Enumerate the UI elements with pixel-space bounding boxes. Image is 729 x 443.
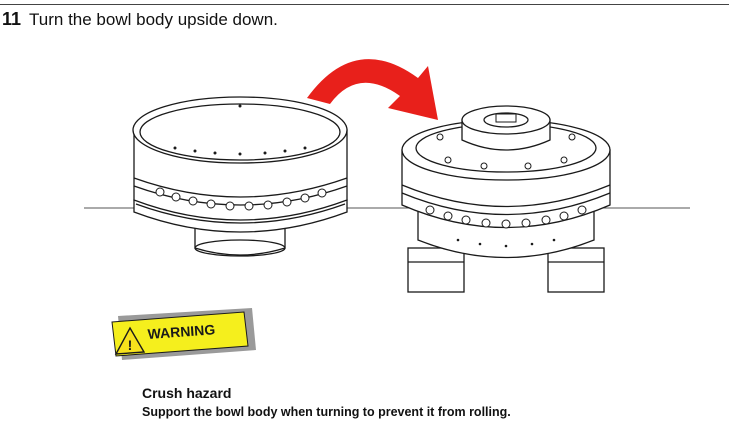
hazard-title: Crush hazard [142, 385, 232, 401]
step-instruction: Turn the bowl body upside down. [29, 10, 278, 29]
hazard-text: Support the bowl body when turning to pr… [142, 405, 511, 419]
step-number: 11 [2, 9, 22, 29]
warning-triangle-icon: ! [114, 326, 146, 355]
warning-text: WARNING [147, 321, 216, 342]
bowl-illustration [84, 59, 690, 293]
step-header: 11 Turn the bowl body upside down. [2, 8, 278, 31]
top-rule [0, 4, 729, 5]
svg-text:!: ! [128, 337, 133, 353]
bowl-upright [132, 96, 348, 257]
rotate-arrow-icon [307, 59, 438, 120]
bowl-inverted [401, 105, 611, 293]
warning-label: ! WARNING [108, 306, 256, 362]
